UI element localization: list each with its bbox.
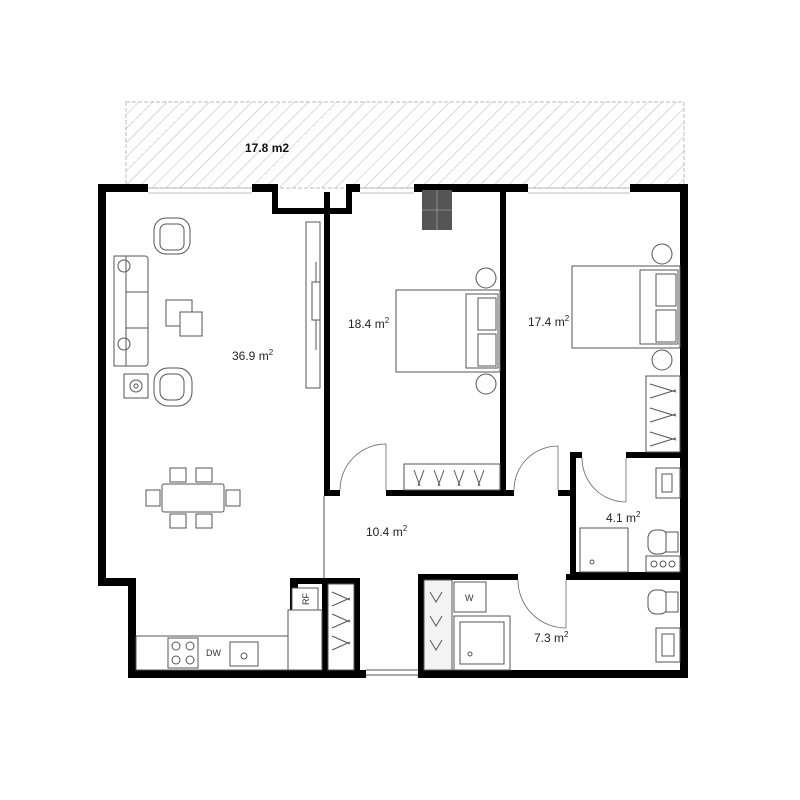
room-labels: 36.9 m2 18.4 m2 17.4 m2 10.4 m2 4.1 m2 7… [232,314,641,645]
room-area-bathroom-small: 4.1 m2 [606,510,641,525]
balcony-area-label: 17.8 m2 [245,141,289,155]
hall [323,496,418,676]
bathroom-large-fixtures: W [423,579,681,671]
fridge-label: RF [301,593,311,605]
room-area-bathroom-large: 7.3 m2 [534,630,569,645]
room-area-bedroom-2: 17.4 m2 [528,314,570,329]
top-windows [148,187,630,194]
room-area-bedroom-1: 18.4 m2 [348,316,390,331]
room-area-hall: 10.4 m2 [366,524,408,539]
bedroom-1-furniture [339,267,501,491]
balcony: 17.8 m2 [125,101,685,189]
washer-label: W [465,593,474,603]
shaft [422,190,452,230]
dishwasher-label: DW [206,648,221,658]
kitchen: DW RF [135,587,323,671]
bathroom-small-fixtures [579,457,681,573]
living-furniture [113,217,321,529]
bedroom-2-furniture [513,243,681,491]
walls [98,184,688,678]
room-area-living: 36.9 m2 [232,348,274,363]
